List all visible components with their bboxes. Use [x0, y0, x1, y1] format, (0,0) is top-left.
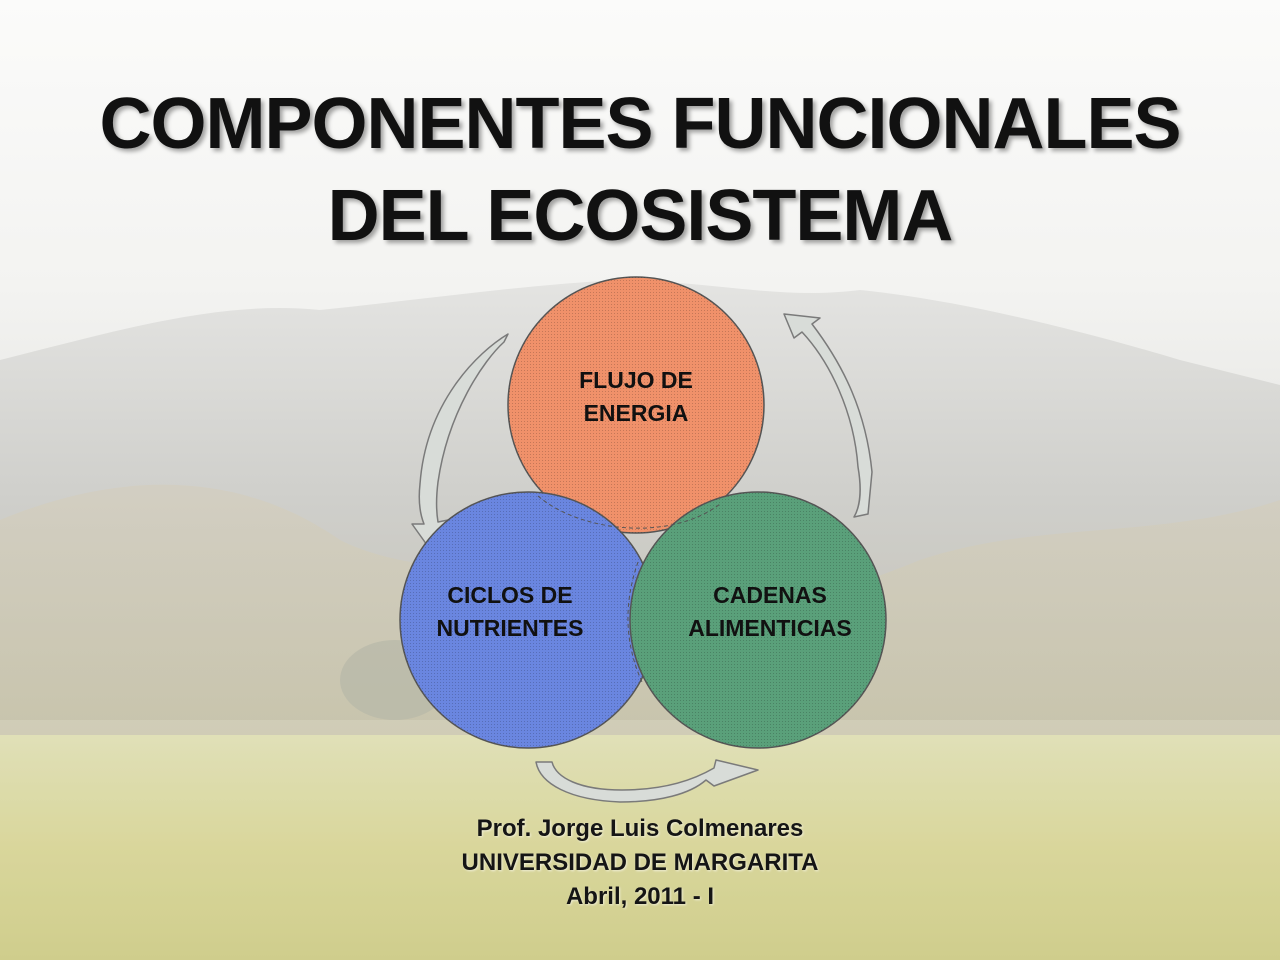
label-flujo-energia: FLUJO DE ENERGIA: [556, 364, 716, 430]
label-cadenas-line-1: CADENAS: [713, 582, 827, 608]
diagram-graphic: [399, 276, 887, 803]
title-line-2: DEL ECOSISTEMA: [327, 176, 954, 256]
curved-arrow-bottom: [535, 759, 759, 803]
curved-arrow-right: [783, 313, 873, 518]
title-line-1: COMPONENTES FUNCIONALES: [99, 84, 1181, 164]
label-cadenas-alimenticias: CADENAS ALIMENTICIAS: [680, 579, 860, 645]
ecosystem-diagram: FLUJO DE ENERGIA CICLOS DE NUTRIENTES CA…: [380, 262, 920, 812]
overlap-outline-top: [537, 495, 721, 529]
author-name: Prof. Jorge Luis Colmenares: [476, 815, 804, 842]
circle-ciclos-nutrientes: [399, 491, 657, 749]
circle-cadenas-alimenticias: [629, 491, 887, 749]
label-flujo-line-2: ENERGIA: [583, 400, 689, 426]
label-ciclos-line-1: CICLOS DE: [447, 582, 573, 608]
label-cadenas-line-2: ALIMENTICIAS: [688, 615, 852, 641]
label-flujo-line-1: FLUJO DE: [579, 367, 693, 393]
overlap-outline-center: [627, 561, 643, 683]
circle-flujo-energia: [507, 276, 765, 534]
slide-title: COMPONENTES FUNCIONALES DEL ECOSISTEMA: [0, 78, 1280, 262]
label-ciclos-line-2: NUTRIENTES: [436, 615, 584, 641]
presentation-date: Abril, 2011 - I: [565, 883, 715, 910]
slide-credits: Prof. Jorge Luis Colmenares UNIVERSIDAD …: [0, 812, 1280, 914]
institution-name: UNIVERSIDAD DE MARGARITA: [461, 849, 819, 876]
label-ciclos-nutrientes: CICLOS DE NUTRIENTES: [420, 579, 600, 645]
